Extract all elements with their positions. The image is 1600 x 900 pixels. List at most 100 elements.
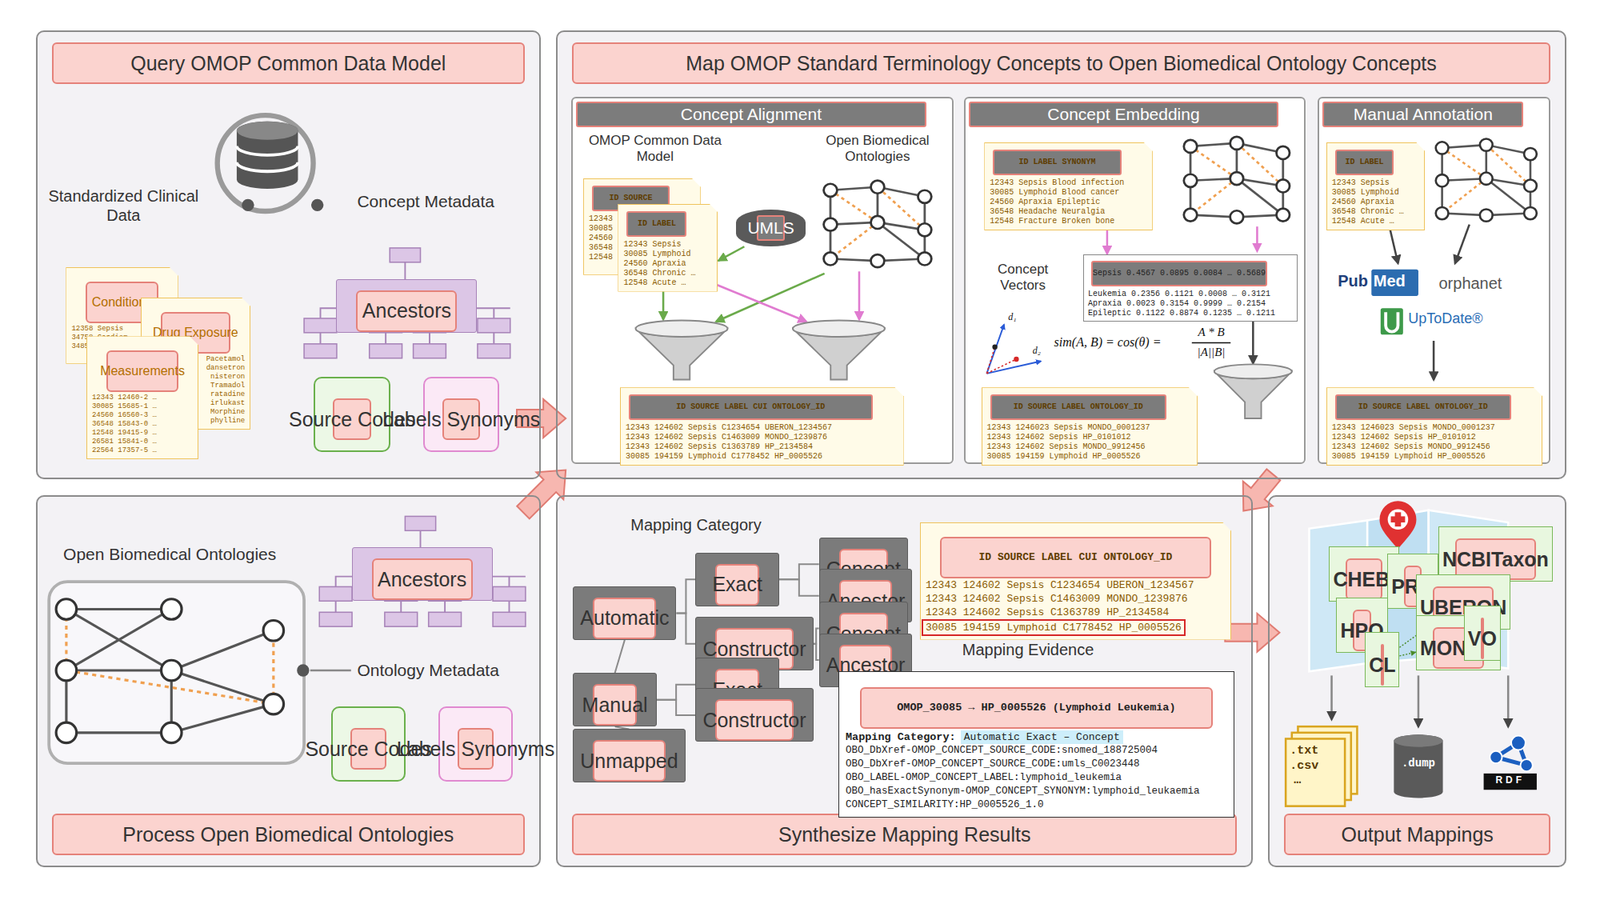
label-slot: Open Biomedical Ontologies (63, 544, 276, 564)
label-slot: .txt (1289, 744, 1319, 759)
node-heading: CHEBI (1345, 558, 1383, 600)
text-label: Concept Metadata (356, 191, 495, 212)
node-text: 36548 15843-0 … (92, 420, 193, 429)
illustration-part (824, 180, 932, 268)
illustration-part (1379, 500, 1416, 549)
node-heading: ID LABEL (626, 211, 687, 237)
panel: Synthesize Mapping ResultsAutomaticExact… (556, 495, 1253, 868)
illustration-part (1391, 516, 1406, 523)
illustration-part (319, 516, 526, 627)
label-slot: Concept Metadata (356, 191, 495, 212)
node-heading: Labels Synonyms (457, 728, 494, 770)
illustration-part (1388, 508, 1409, 530)
tree-line (779, 564, 820, 580)
text-label: sim(A, B) = cos(θ) = (1054, 334, 1162, 350)
illustration-part (36, 495, 541, 868)
text-label: Open Biomedical Ontologies (63, 544, 276, 564)
ancestor-box: Ancestors (352, 547, 493, 601)
illustration-part (310, 669, 352, 672)
illustration-part (1393, 734, 1443, 747)
label-slot: Concept Vectors (979, 261, 1066, 295)
illustration-part (171, 630, 274, 671)
node-text: CONCEPT_SIMILARITY:HP_0005526_1.0 (845, 798, 1228, 812)
tree-line (656, 700, 696, 716)
node-heading: VO (1480, 617, 1484, 660)
illustration-part (858, 271, 861, 320)
node-heading: Query OMOP Common Data Model (52, 42, 525, 84)
illustration-part (36, 30, 541, 480)
node-text: 12343 124602 Sepsis C1234654 UBERON_1234… (925, 578, 1226, 592)
node-text: OBO_hasExactSynonym-OMOP_CONCEPT_SYNONYM… (845, 784, 1228, 799)
illustration-part (556, 495, 1253, 868)
synonym-box: Labels Synonyms (423, 376, 500, 452)
block-arrow (1243, 468, 1281, 511)
label-slot: Ontology Metadata (356, 660, 499, 680)
label-slot: Med (1373, 271, 1406, 291)
tree-line (813, 644, 820, 660)
label-slot: RDF (1484, 775, 1536, 785)
text-label: orphanet (1438, 273, 1502, 293)
label-slot: Mapping Category (630, 515, 761, 535)
vector-table: Sepsis 0.4567 0.0895 0.0084 … 0.5689Leuk… (1083, 254, 1298, 322)
illustration-part (1013, 356, 1019, 362)
node-heading: Concept Embedding (968, 101, 1279, 128)
node-text: 12343 124602 Sepsis C1463009 MONDO_12398… (925, 592, 1226, 606)
node-text: 12343 Sepsis (1332, 178, 1420, 188)
label-slot: .dump (1392, 756, 1444, 771)
text-label: RDF (1484, 775, 1536, 785)
illustration-part (66, 668, 172, 672)
node-heading: Concept Alignment (576, 101, 927, 128)
tree-line (615, 640, 625, 673)
node-text: OBO_DbXref-OMOP_CONCEPT_SOURCE_CODE:snom… (845, 744, 1228, 758)
illustration-part (571, 96, 1551, 464)
illustration-part (171, 670, 274, 704)
document-card: Measurements12343 12460-2 …30085 15685-1… (86, 336, 199, 460)
illustration-part (986, 347, 995, 374)
illustration-part (986, 359, 1016, 374)
illustration-part (56, 660, 77, 681)
text-label: .csv (1289, 760, 1319, 774)
flow-arrow (1106, 230, 1109, 255)
illustration-part (36, 30, 1567, 868)
tree-line (676, 612, 696, 644)
illustration-part (1256, 226, 1259, 252)
node-heading: Source Codes (350, 728, 387, 770)
data-card: ID SOURCE LABEL CUI ONTOLOGY_ID12343 124… (920, 522, 1232, 640)
text-label: Concept Vectors (979, 261, 1066, 295)
label-slot: Standardized Clinical Data (30, 186, 216, 225)
node-heading: ID SOURCE LABEL CUI ONTOLOGY_ID (628, 394, 873, 420)
category-box: Unmapped (572, 728, 685, 783)
data-card: ID LABEL12343 Sepsis30085 Lymphoid24560 … (1326, 142, 1426, 231)
node-text: 30085 194159 Lymphoid C1778452 HP_000552… (625, 452, 899, 462)
illustration-part (1285, 738, 1345, 806)
node-heading: ID SOURCE LABEL ONTOLOGY_ID (990, 394, 1167, 420)
source-code-box: Source Codes (331, 706, 406, 781)
illustration-part (1268, 495, 1566, 868)
node-text: Mapping Category: (845, 730, 956, 744)
node-text: 12548 Acute … (1332, 216, 1420, 227)
node-heading: Sepsis 0.4567 0.0895 0.0084 … 0.5689 (1091, 260, 1268, 287)
node-heading: Manual (592, 684, 637, 726)
illustration-part (556, 30, 1567, 480)
illustration-part (66, 608, 274, 704)
node-text: 36548 Chronic … (1332, 207, 1420, 217)
node-text: 36548 Headache Neuralgia (989, 207, 1147, 217)
illustration-part (716, 273, 824, 322)
node-text: 12343 124602 Sepsis MONDO_9912456 (987, 442, 1192, 452)
node-text: 30085 Lymphoid Blood cancer (989, 188, 1147, 198)
illustration-part (1417, 675, 1420, 727)
illustration-part (241, 199, 254, 212)
label-slot: orphanet (1438, 273, 1502, 293)
panel: Output MappingsCHEBIPRONCBITaxonHPOUBERO… (1268, 495, 1566, 868)
illustration-part (1214, 364, 1292, 379)
data-card: ID LABEL12343 Sepsis30085 Lymphoid24560 … (617, 204, 718, 292)
illustration-part (36, 30, 1567, 868)
label-slot: OMOP Common Data Model (584, 132, 728, 166)
node-text: 36548 Chronic … (623, 268, 712, 279)
node-heading: Exact (715, 564, 760, 606)
data-card: ID SOURCE LABEL CUI ONTOLOGY_ID12343 124… (620, 387, 904, 466)
illustration-part (1484, 773, 1537, 790)
node-heading: Measurements (106, 350, 179, 392)
text-label: d₂ (1032, 344, 1041, 356)
text-label: OMOP Common Data Model (584, 132, 728, 166)
